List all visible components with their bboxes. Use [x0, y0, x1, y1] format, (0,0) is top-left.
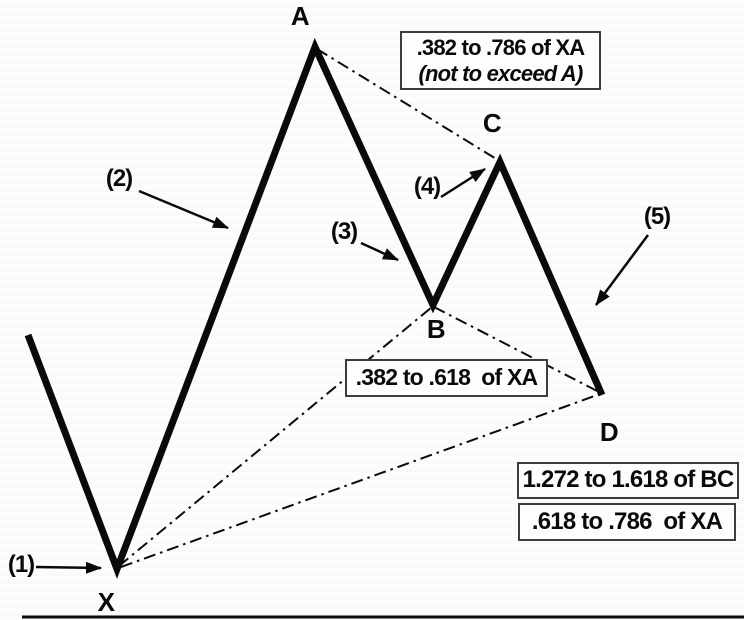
swing-label-1: (1) — [7, 551, 35, 578]
arrow-4-to-bc — [440, 167, 486, 199]
annotation-box-d-bc-extension: 1.272 to 1.618 of BC — [517, 462, 739, 499]
dashed-line-a-to-c — [316, 48, 499, 161]
b-retracement-range: .382 to .618 of XA — [355, 364, 538, 391]
c-retracement-note: (not to exceed A) — [418, 60, 583, 86]
point-label-b: B — [426, 314, 446, 344]
d-bc-extension-range: 1.272 to 1.618 of BC — [522, 466, 735, 494]
arrow-5-to-cd — [594, 234, 650, 306]
dashed-line-x-to-d — [120, 393, 601, 568]
swing-label-3: (3) — [330, 218, 358, 245]
swing-label-4: (4) — [413, 173, 441, 200]
point-label-x: X — [97, 587, 115, 617]
arrow-2-to-xa — [138, 189, 229, 230]
annotation-box-b-retracement: .382 to .618 of XA — [345, 359, 548, 397]
price-zigzag-line — [24, 37, 606, 579]
annotation-box-d-xa-retracement: .618 to .786 of XA — [518, 503, 736, 541]
point-label-a: A — [290, 1, 310, 31]
d-xa-retracement-range: .618 to .786 of XA — [531, 507, 723, 535]
swing-label-2: (2) — [105, 165, 133, 192]
arrow-3-to-ab — [360, 241, 399, 262]
point-label-d: D — [599, 417, 619, 447]
arrow-1-to-x — [35, 561, 102, 574]
dashed-line-b-to-d — [433, 306, 602, 394]
annotation-box-c-retracement: .382 to .786 of XA (not to exceed A) — [400, 31, 601, 90]
point-label-c: C — [482, 108, 502, 138]
dashed-line-x-to-b — [118, 306, 433, 567]
c-retracement-range: .382 to .786 of XA — [416, 34, 586, 60]
swing-label-5: (5) — [643, 203, 671, 230]
